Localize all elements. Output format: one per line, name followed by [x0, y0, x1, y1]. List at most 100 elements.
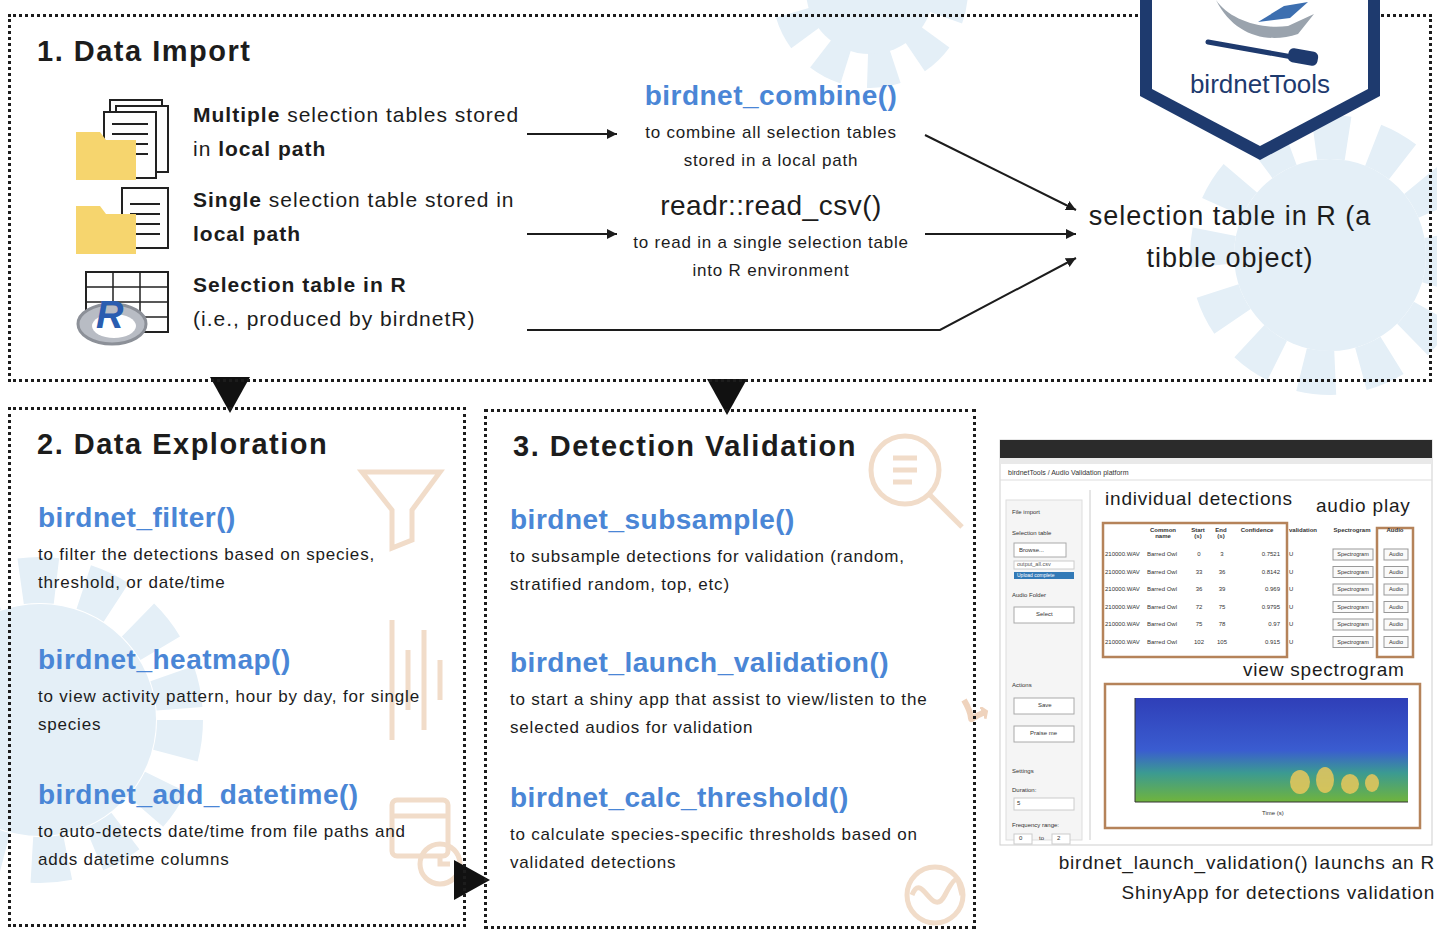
table-cell: Audio: [1385, 570, 1407, 576]
word: tables: [386, 103, 448, 126]
table-cell: 210000.WAV: [1105, 639, 1147, 645]
node-title: Multiple selection tables stored in loca…: [193, 98, 523, 166]
drawing-path: [893, 458, 917, 482]
connector-arrow: [925, 135, 1076, 210]
ui-text: Selection table: [1012, 530, 1051, 536]
table-cell: U: [1289, 586, 1299, 592]
table-cell: 0.969: [1240, 586, 1280, 592]
callout-label: view spectrogram: [1243, 660, 1405, 680]
input-label: Selection table in R(i.e., produced by b…: [193, 268, 523, 336]
drawing-circle: [790, 0, 950, 70]
section-box: 2. Data Exploration birdnet_filter()to fi…: [8, 407, 466, 927]
table-cell: 0.915: [1240, 639, 1280, 645]
word: local: [193, 222, 246, 245]
ui-text: Save: [1038, 702, 1052, 708]
drawing-line: [1000, 480, 1432, 481]
drawing-rect: [1014, 607, 1074, 623]
node-description: to view activity pattern, hour by day, f…: [38, 683, 448, 739]
table-cell: 0: [1190, 551, 1208, 557]
table-button: [1384, 637, 1408, 648]
node-description: to start a shiny app that assist to view…: [510, 686, 960, 742]
ui-text: Audio Folder: [1012, 592, 1046, 598]
word: stored: [425, 188, 489, 211]
word: local: [218, 137, 271, 160]
table-cell: 210000.WAV: [1105, 586, 1147, 592]
table-cell: Spectrogram: [1334, 640, 1372, 646]
table-button: [1333, 619, 1373, 630]
function-box: birdnet_subsample()to subsample detectio…: [510, 502, 960, 599]
function-box: birdnet_filter()to filter the detections…: [38, 500, 448, 597]
table-header: End (s): [1211, 527, 1231, 540]
table-header: Spectrogram: [1330, 527, 1374, 533]
input-label: Single selection table stored in local p…: [193, 183, 523, 251]
table-cell: Barred Owl: [1147, 621, 1187, 627]
ui-text: 5: [1017, 800, 1020, 806]
drawing-rect: [1006, 500, 1082, 840]
drawing-rect: [1014, 834, 1032, 844]
function-box: birdnet_launch_validation()to start a sh…: [510, 645, 960, 742]
word: selection: [287, 103, 379, 126]
folder-icons: [76, 100, 168, 344]
drawing-g: [1290, 767, 1379, 794]
node-title: birdnetTools: [1138, 68, 1382, 101]
drawing-rect: [1014, 798, 1074, 810]
table-header: Common name: [1146, 527, 1180, 540]
drawing-rect: [1014, 698, 1074, 714]
node-title: readr::read_csv(): [621, 188, 921, 223]
drawing-rect: [1103, 523, 1287, 657]
node-description: (i.e., produced by birdnetR): [193, 302, 523, 336]
table-cell: Barred Owl: [1147, 569, 1187, 575]
table-cell: 0.7521: [1240, 551, 1280, 557]
drawing-circle: [871, 436, 939, 504]
drawing-circle: [907, 867, 963, 923]
word: path: [253, 222, 301, 245]
drawing-path: [362, 472, 440, 548]
ui-text: Time (s): [1262, 810, 1284, 816]
ui-text: Actions: [1012, 682, 1032, 688]
table-cell: U: [1289, 639, 1299, 645]
table-button: [1384, 549, 1408, 560]
app-screenshot: [1000, 440, 1432, 845]
connector-arrow: [925, 233, 1076, 235]
node-description: to auto-detects date/time from file path…: [38, 818, 448, 874]
output-box: selection table in R (a tibble object): [1080, 195, 1380, 279]
drawing-rect: [1105, 684, 1420, 828]
word: table: [368, 188, 419, 211]
node-title: Selection table in R: [193, 268, 523, 302]
table-cell: 0.8142: [1240, 569, 1280, 575]
ui-text: output_all.csv: [1017, 562, 1051, 568]
table-button: [1384, 584, 1408, 595]
ui-text: Upload complete: [1017, 573, 1055, 578]
ui-text: Select: [1036, 611, 1053, 617]
node-title: birdnet_combine(): [621, 78, 921, 113]
node-description: to combine all selection tables stored i…: [621, 119, 921, 175]
callout-label: audio play: [1316, 496, 1411, 516]
drawing-rect: [1052, 834, 1070, 844]
table-cell: 0.97: [1240, 621, 1280, 627]
node-title: selection table in R (a tibble object): [1080, 195, 1380, 279]
drawing-ellipse: [1290, 770, 1310, 794]
node-title: birdnet_filter(): [38, 500, 448, 535]
node-title: birdnet_add_datetime(): [38, 777, 448, 812]
table-header: validation: [1288, 527, 1318, 533]
table-cell: 210000.WAV: [1105, 604, 1147, 610]
table-cell: 33: [1190, 569, 1208, 575]
node-title: 2. Data Exploration: [37, 426, 463, 462]
drawing-path: [1208, 42, 1298, 58]
word: in: [193, 137, 211, 160]
table-cell: Audio: [1385, 640, 1407, 646]
input-label: Multiple selection tables stored in loca…: [193, 98, 523, 166]
table-cell: 36: [1190, 586, 1208, 592]
node-title: birdnet_heatmap(): [38, 642, 448, 677]
function-box: birdnet_add_datetime()to auto-detects da…: [38, 777, 448, 874]
drawing-path: [76, 132, 136, 180]
drawing-rect: [1014, 543, 1066, 557]
word: Multiple: [193, 103, 280, 126]
ui-text: birdnetTools / Audio Validation platform: [1008, 469, 1129, 476]
table-cell: Barred Owl: [1147, 639, 1187, 645]
table-cell: 72: [1190, 604, 1208, 610]
ui-text: 2: [1057, 835, 1060, 841]
drawing-path: [912, 880, 962, 902]
node-description: to calculate species-specific thresholds…: [510, 821, 960, 877]
